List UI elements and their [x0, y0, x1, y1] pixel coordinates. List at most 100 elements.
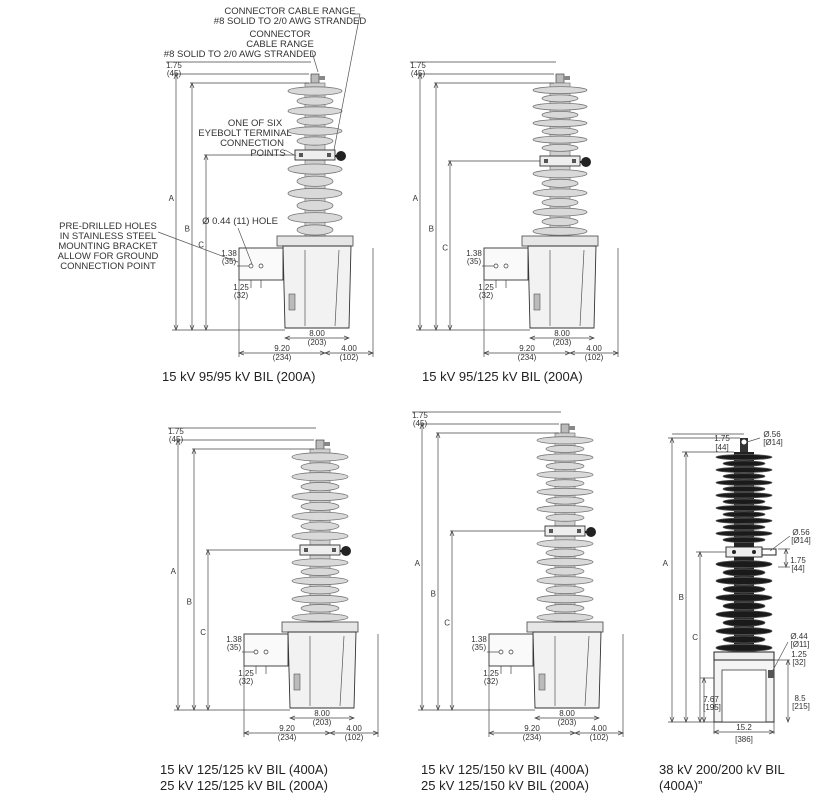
dimension-label: [195] — [703, 703, 721, 712]
dimension-label: 1.25 — [483, 669, 499, 678]
arrowhead — [433, 324, 439, 331]
insulator-shed — [532, 226, 588, 236]
insulator-shed — [722, 618, 766, 627]
insulator-shed — [545, 513, 585, 522]
arrowhead — [701, 716, 707, 723]
insulator-shed — [287, 163, 343, 175]
arrowhead — [569, 350, 576, 356]
insulator-shed — [536, 470, 594, 479]
callout-text: ONE OF SIX — [228, 118, 283, 129]
dimension-label: 8.00 — [314, 709, 330, 718]
connector-lug — [564, 76, 570, 80]
arrowhead — [447, 324, 453, 331]
arrowhead — [529, 335, 536, 341]
leader-line — [237, 227, 253, 265]
eyebolt-terminal — [341, 546, 351, 556]
dimension-C-label: C — [692, 633, 698, 642]
insulator-shed — [296, 116, 334, 126]
insulator-shed — [296, 136, 334, 146]
dimension-label: (45) — [411, 69, 426, 78]
mounting-hole — [498, 649, 504, 655]
dimension-label: 9.20 — [519, 344, 535, 353]
arrowhead — [588, 335, 595, 341]
mounting-hole — [248, 263, 254, 269]
insulator-shed — [291, 491, 349, 502]
dimension-label: 1.75 — [412, 411, 428, 420]
clamp-bolt — [304, 548, 308, 552]
terminal-hole — [740, 438, 748, 446]
dimension-label: [Ø14] — [791, 536, 811, 545]
arrowhead — [284, 335, 291, 341]
dimension-label: 1.38 — [466, 249, 482, 258]
arrowhead — [449, 530, 455, 537]
dimension-B-label: B — [429, 225, 434, 234]
callout-text: CABLE RANGE — [246, 39, 314, 50]
dimension-label: [44] — [715, 443, 728, 452]
insulator-shed — [532, 102, 588, 111]
callout-text: Ø 0.44 (11) HOLE — [202, 216, 278, 227]
housing-edge — [334, 249, 340, 327]
insulator-shed — [536, 557, 594, 567]
clamp-bolt — [332, 548, 336, 552]
clamp-bolt — [752, 550, 756, 554]
insulator-shed — [541, 127, 579, 136]
dimension-label: Ø.56 — [792, 528, 810, 537]
dimension-A-label: A — [415, 559, 421, 568]
drawing-panel-5: ABC1.75[44]Ø.56[Ø14]Ø.56[Ø14]1.75[44]Ø.4… — [663, 430, 811, 744]
arrowhead — [417, 73, 423, 80]
insulator-shed — [545, 462, 585, 471]
dimension-label: (35) — [227, 643, 242, 652]
dimension-label: (35) — [467, 257, 482, 266]
housing-edge — [579, 249, 585, 327]
insulator-shed — [541, 111, 579, 119]
dimension-B-label: B — [185, 225, 190, 234]
top-terminal — [310, 73, 320, 84]
mounting-hole — [263, 649, 269, 655]
housing-panel — [721, 669, 767, 723]
insulator-shed — [536, 613, 594, 622]
dimension-label: 1.75 — [714, 434, 730, 443]
tank-fitting — [293, 673, 301, 691]
connector-lug — [319, 76, 325, 80]
insulator-shed — [532, 207, 588, 217]
dimension-A-label: A — [169, 194, 175, 203]
callout-text: CONNECTOR — [249, 29, 310, 40]
panel-1-callouts: CONNECTOR CABLE RANGE#8 SOLID TO 2/0 AWG… — [58, 6, 367, 272]
arrowhead — [701, 677, 707, 684]
arrowhead — [203, 324, 209, 331]
dimension-C-label: C — [200, 628, 206, 637]
arrowhead — [534, 715, 541, 721]
dimension-label: 8.5 — [794, 694, 806, 703]
dimension-B-label: B — [431, 590, 436, 599]
arrowhead — [435, 432, 441, 439]
dimension-label: (35) — [472, 643, 487, 652]
insulator-shed — [287, 86, 343, 96]
arrowhead — [329, 730, 336, 736]
leader-line — [333, 13, 361, 151]
insulator-shed — [287, 212, 343, 224]
dimension-label: 4.00 — [586, 344, 602, 353]
dimension-label: 7.67 — [703, 695, 719, 704]
insulator-shed — [536, 539, 594, 548]
dimension-label: (203) — [553, 338, 572, 347]
caption-panel-1: 15 kV 95/95 kV BIL (200A) — [162, 369, 316, 384]
insulator-shed — [722, 524, 766, 531]
insulator-shed — [715, 530, 773, 537]
insulator-shed — [722, 485, 766, 493]
top-terminal — [555, 73, 565, 84]
leader-line — [311, 51, 319, 73]
dimension-label: [215] — [792, 702, 810, 711]
mounting-hole — [503, 263, 509, 269]
arrowhead — [419, 423, 425, 430]
dimension-label: Ø.44 — [790, 632, 808, 641]
eyebolt-terminal — [586, 527, 596, 537]
dimension-label: (45) — [169, 435, 184, 444]
dimension-label: 1.38 — [221, 249, 237, 258]
callout-text: EYEBOLT TERMINAL — [198, 128, 291, 139]
callout-text: #8 SOLID TO 2/0 AWG STRANDED — [164, 49, 317, 60]
dimension-C-label: C — [444, 619, 450, 628]
dimension-label: 1.38 — [471, 635, 487, 644]
dimension-label: 9.20 — [524, 724, 540, 733]
dimension-label: 8.00 — [559, 709, 575, 718]
tank-housing — [282, 245, 352, 329]
